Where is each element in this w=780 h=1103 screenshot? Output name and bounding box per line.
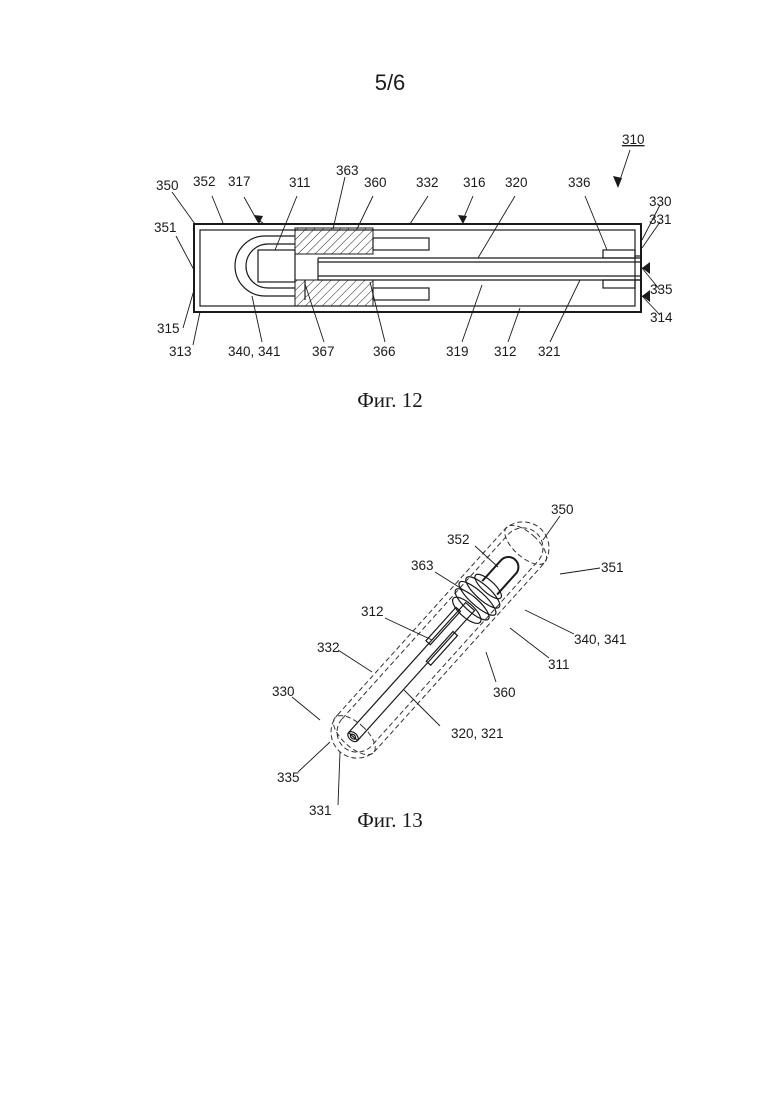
label-335: 335 <box>650 282 673 297</box>
label-320: 320 <box>505 175 528 190</box>
fitting-lower <box>295 280 373 306</box>
label-360: 360 <box>493 685 516 700</box>
housing-end-351 <box>498 519 553 572</box>
inner-housing-wall <box>200 230 635 306</box>
label-363: 363 <box>336 163 359 178</box>
label-311: 311 <box>289 175 311 190</box>
label-320-321: 320, 321 <box>451 726 504 741</box>
label-352: 352 <box>447 532 470 547</box>
label-351: 351 <box>601 560 624 575</box>
housing-outline-outer <box>320 511 559 769</box>
label-312: 312 <box>494 344 517 359</box>
label-330: 330 <box>272 684 295 699</box>
end-cap-upper <box>603 250 635 258</box>
label-350: 350 <box>551 502 574 517</box>
label-352: 352 <box>193 174 216 189</box>
label-313: 313 <box>169 344 192 359</box>
label-350: 350 <box>156 178 179 193</box>
label-331: 331 <box>649 212 672 227</box>
label-321: 321 <box>538 344 561 359</box>
label-336: 336 <box>568 175 591 190</box>
label-363: 363 <box>411 558 434 573</box>
label-311: 311 <box>548 657 570 672</box>
sleeve-lower <box>373 288 429 300</box>
chip-311 <box>258 250 295 282</box>
figure-13-caption: Фиг. 13 <box>0 808 780 833</box>
u-shaped-end-outer <box>235 236 295 296</box>
label-360: 360 <box>364 175 387 190</box>
label-335: 335 <box>277 770 300 785</box>
central-tube <box>349 603 475 741</box>
figure-12-caption: Фиг. 12 <box>0 388 780 413</box>
u-shaped-end-inner <box>246 244 295 288</box>
figure-12-labels: 310 350 352 317 311 363 360 332 316 320 … <box>154 132 673 359</box>
label-340-341: 340, 341 <box>228 344 281 359</box>
label-312: 312 <box>361 604 384 619</box>
end-cap-lower <box>603 280 635 288</box>
label-332: 332 <box>317 640 340 655</box>
label-310: 310 <box>622 132 645 147</box>
label-332: 332 <box>416 175 439 190</box>
fitting-upper <box>295 228 373 254</box>
sleeve-upper <box>373 238 429 250</box>
housing-outline-inner <box>329 520 551 761</box>
label-317: 317 <box>228 174 251 189</box>
label-367: 367 <box>312 344 335 359</box>
outer-housing <box>194 224 641 312</box>
label-351: 351 <box>154 220 177 235</box>
label-340-341: 340, 341 <box>574 632 627 647</box>
label-314: 314 <box>650 310 673 325</box>
label-330: 330 <box>649 194 672 209</box>
label-319: 319 <box>446 344 469 359</box>
label-315: 315 <box>157 321 180 336</box>
label-316: 316 <box>463 175 486 190</box>
label-366: 366 <box>373 344 396 359</box>
